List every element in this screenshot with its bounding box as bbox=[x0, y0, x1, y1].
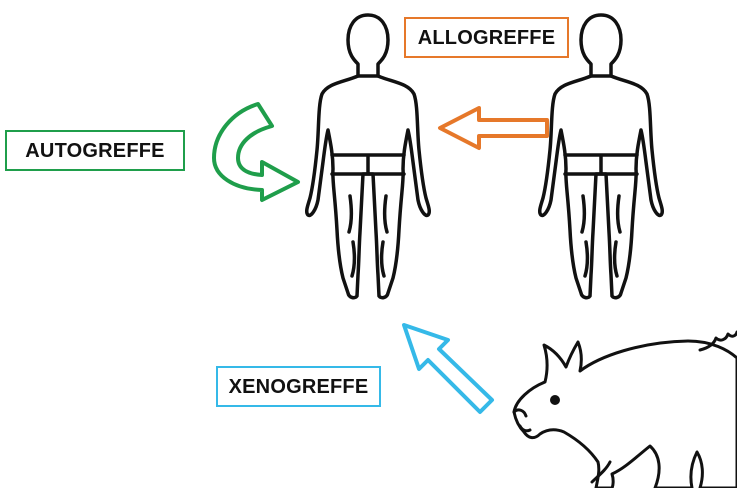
allogreffe-label: ALLOGREFFE bbox=[404, 17, 569, 58]
autogreffe-label: AUTOGREFFE bbox=[5, 130, 185, 171]
allogreffe-arrow bbox=[440, 108, 547, 148]
pig-donor-icon bbox=[514, 332, 737, 488]
xenogreffe-label: XENOGREFFE bbox=[216, 366, 381, 407]
xenogreffe-arrow bbox=[404, 325, 492, 412]
autogreffe-arrow bbox=[214, 104, 298, 200]
